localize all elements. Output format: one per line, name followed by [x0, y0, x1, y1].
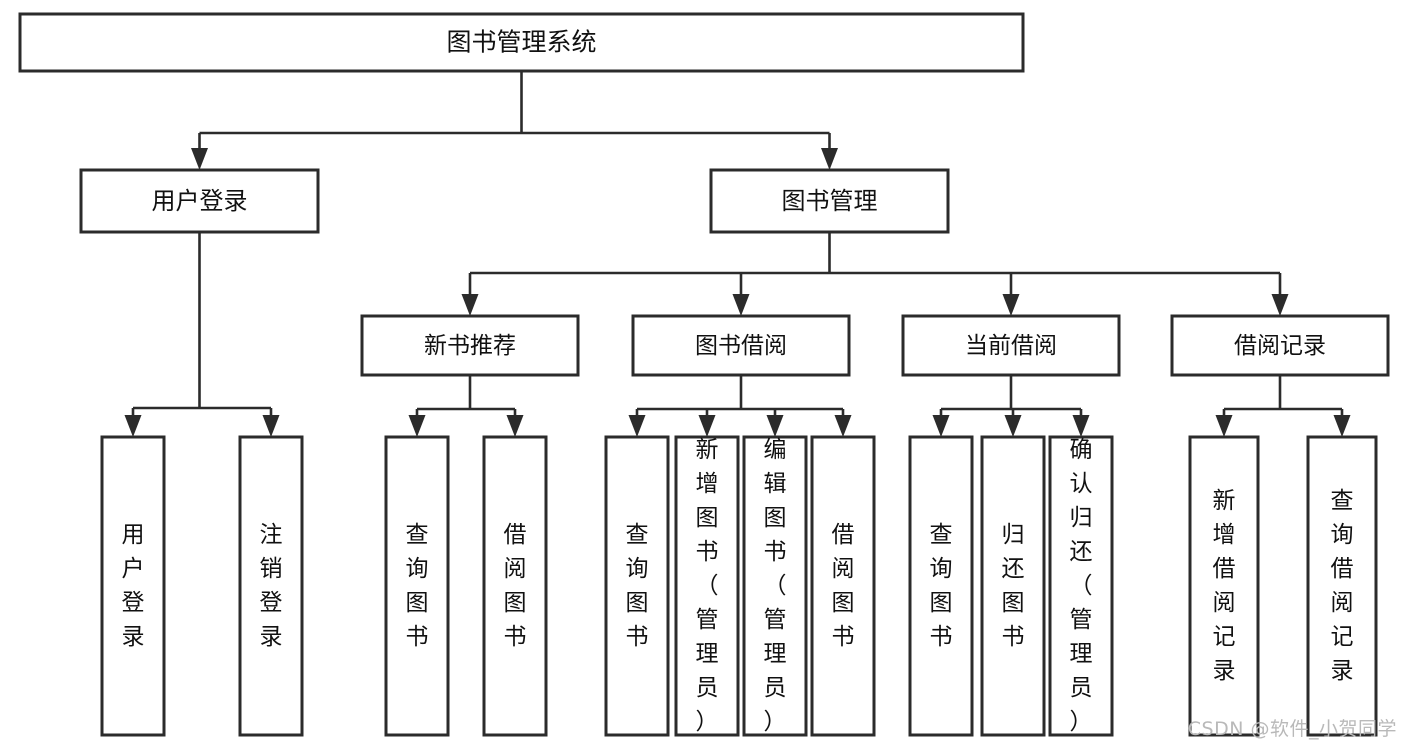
- root-node-system[interactable]: 图书管理系统: [18, 12, 1025, 73]
- leaf-node[interactable]: 新增借阅记录: [1188, 435, 1260, 737]
- node-label: 当前借阅: [965, 333, 1057, 359]
- leaf-label-vertical: 查询借阅记录: [1331, 488, 1354, 684]
- node-box[interactable]: [901, 314, 1121, 377]
- leaf-label-vertical: 确认归还（管理员）: [1070, 437, 1093, 735]
- node-box[interactable]: [238, 435, 304, 737]
- level3-node-3[interactable]: 当前借阅: [901, 314, 1121, 377]
- leaf-label-vertical: 编辑图书（管理员）: [764, 437, 787, 735]
- node-box[interactable]: [18, 12, 1025, 73]
- leaf-node[interactable]: 归还图书: [980, 435, 1046, 737]
- arrow-head: [461, 294, 479, 316]
- leaf-label-vertical: 查询图书: [930, 522, 953, 650]
- node-box[interactable]: [810, 435, 876, 737]
- leaf-node[interactable]: 新增图书（管理员）: [674, 435, 740, 737]
- arrow-head: [262, 415, 280, 437]
- node-box[interactable]: [742, 435, 808, 737]
- arrow-head: [821, 148, 838, 170]
- connector-edges-layer: [124, 71, 1351, 437]
- node-box[interactable]: [100, 435, 166, 737]
- node-label: 借阅记录: [1234, 333, 1326, 359]
- node-box[interactable]: [1188, 435, 1260, 737]
- node-box[interactable]: [1170, 314, 1390, 377]
- leaf-label-vertical: 借阅图书: [504, 522, 527, 650]
- node-box[interactable]: [709, 168, 950, 234]
- level2-node-2[interactable]: 图书管理: [709, 168, 950, 234]
- node-box[interactable]: [631, 314, 851, 377]
- leaf-node[interactable]: 查询图书: [604, 435, 670, 737]
- leaf-node[interactable]: 确认归还（管理员）: [1048, 435, 1114, 737]
- arrow-head: [698, 415, 716, 437]
- arrow-head: [506, 415, 524, 437]
- level3-node-4[interactable]: 借阅记录: [1170, 314, 1390, 377]
- leaf-label-vertical: 借阅图书: [832, 522, 855, 650]
- level3-node-2[interactable]: 图书借阅: [631, 314, 851, 377]
- leaf-node[interactable]: 用户登录: [100, 435, 166, 737]
- leaf-node[interactable]: 查询图书: [908, 435, 974, 737]
- leaf-node[interactable]: 借阅图书: [482, 435, 548, 737]
- node-box[interactable]: [1048, 435, 1114, 737]
- leaf-node[interactable]: 编辑图书（管理员）: [742, 435, 808, 737]
- node-label: 用户登录: [152, 187, 248, 215]
- arrow-head: [191, 148, 208, 170]
- arrow-head: [408, 415, 426, 437]
- arrow-head: [1002, 294, 1020, 316]
- node-box[interactable]: [482, 435, 548, 737]
- arrow-head: [1004, 415, 1022, 437]
- leaf-label-vertical: 查询图书: [626, 522, 649, 650]
- node-label: 图书管理系统: [446, 28, 596, 57]
- leaf-node[interactable]: 借阅图书: [810, 435, 876, 737]
- leaf-node[interactable]: 查询图书: [384, 435, 450, 737]
- leaf-label-vertical: 新增图书（管理员）: [696, 437, 719, 735]
- arrow-head: [732, 294, 750, 316]
- node-box[interactable]: [980, 435, 1046, 737]
- leaf-label-vertical: 归还图书: [1002, 522, 1025, 650]
- leaf-label-vertical: 新增借阅记录: [1213, 488, 1236, 684]
- arrow-head: [932, 415, 950, 437]
- leaf-label-vertical: 查询图书: [406, 522, 429, 650]
- level3-node-1[interactable]: 新书推荐: [360, 314, 580, 377]
- arrow-head: [1215, 415, 1233, 437]
- csdn-watermark: CSDN @软件_小贺同学: [1187, 718, 1397, 740]
- arrow-head: [1333, 415, 1351, 437]
- node-box[interactable]: [384, 435, 450, 737]
- leaf-label-vertical: 用户登录: [122, 522, 145, 650]
- arrow-head: [124, 415, 142, 437]
- level2-node-1[interactable]: 用户登录: [79, 168, 320, 234]
- arrow-head: [1271, 294, 1289, 316]
- node-box[interactable]: [1306, 435, 1378, 737]
- node-box[interactable]: [79, 168, 320, 234]
- nodes-layer: 图书管理系统用户登录图书管理新书推荐图书借阅当前借阅借阅记录用户登录注销登录查询…: [18, 12, 1390, 737]
- node-label: 新书推荐: [424, 333, 516, 359]
- arrow-head: [1072, 415, 1090, 437]
- leaf-node[interactable]: 注销登录: [238, 435, 304, 737]
- arrow-head: [628, 415, 646, 437]
- arrow-head: [766, 415, 784, 437]
- node-box[interactable]: [674, 435, 740, 737]
- node-box[interactable]: [604, 435, 670, 737]
- leaf-label-vertical: 注销登录: [260, 522, 283, 650]
- leaf-node[interactable]: 查询借阅记录: [1306, 435, 1378, 737]
- node-label: 图书管理: [782, 187, 878, 215]
- node-box[interactable]: [908, 435, 974, 737]
- node-box[interactable]: [360, 314, 580, 377]
- node-label: 图书借阅: [695, 333, 787, 359]
- arrow-head: [834, 415, 852, 437]
